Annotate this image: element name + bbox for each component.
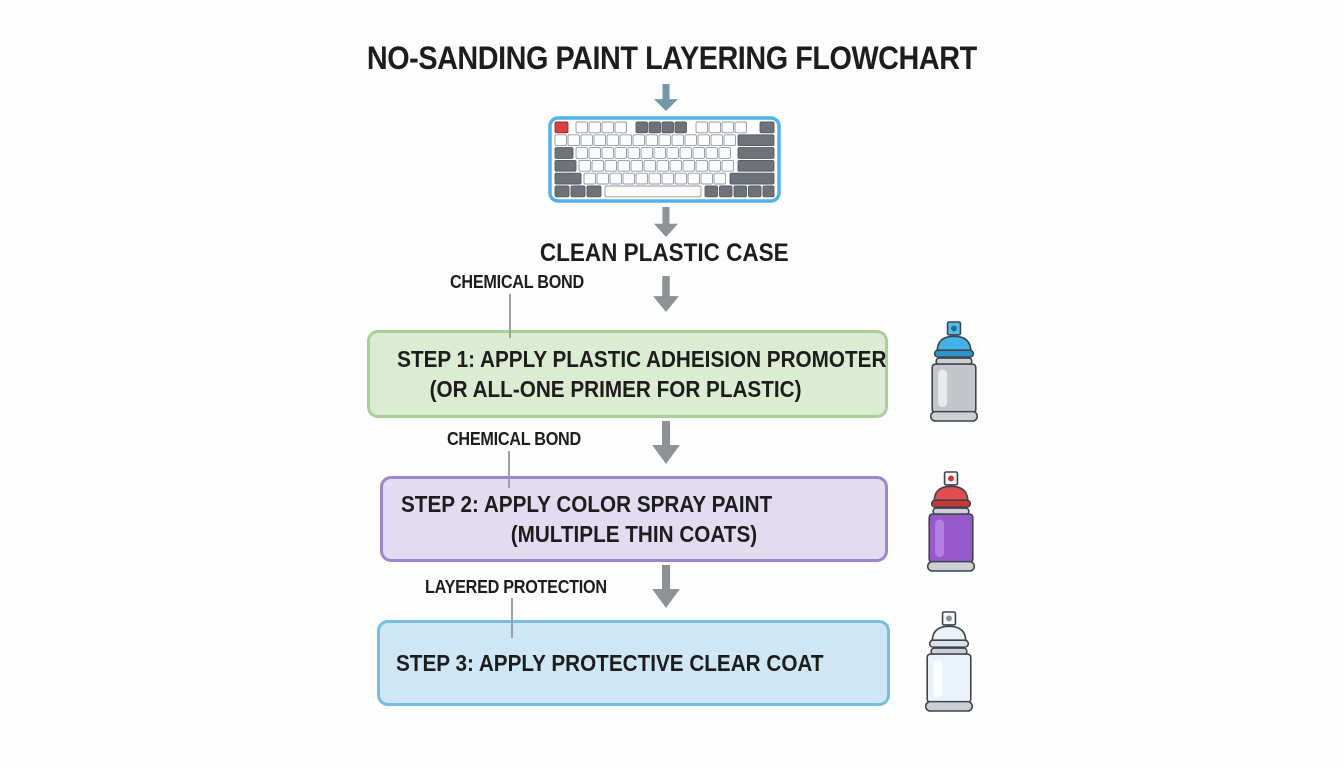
- step-1-subtitle: (OR ALL-ONE PRIMER FOR PLASTIC): [429, 376, 802, 402]
- annotation-connector-line: [509, 294, 511, 338]
- annotation-chemical-bond-2: CHEMICAL BOND: [447, 429, 581, 449]
- esc-key: [554, 121, 569, 134]
- annotation-chemical-bond-1: CHEMICAL BOND: [450, 272, 584, 292]
- step-3-box: STEP 3: APPLY PROTECTIVE CLEAR COAT: [377, 620, 890, 706]
- page-title-text: NO-SANDING PAINT LAYERING FLOWCHART: [367, 40, 977, 76]
- keyboard-caption-text: CLEAN PLASTIC CASE: [539, 239, 789, 267]
- down-arrow-icon: [652, 421, 680, 464]
- page-title: NO-SANDING PAINT LAYERING FLOWCHART: [0, 40, 1344, 77]
- color-spray-can-icon: [926, 471, 976, 572]
- down-arrow-icon: [654, 207, 678, 237]
- keyboard-keys: [554, 121, 775, 198]
- down-arrow-icon: [654, 84, 678, 111]
- down-arrow-icon: [652, 565, 680, 608]
- spacebar-key: [604, 185, 702, 198]
- step-2-title: STEP 2: APPLY COLOR SPRAY PAINT: [401, 491, 773, 517]
- annotation-connector-line: [508, 451, 510, 488]
- down-arrow-icon: [653, 276, 679, 312]
- keyboard-illustration: [548, 116, 781, 203]
- step-1-title: STEP 1: APPLY PLASTIC ADHEISION PROMOTER: [397, 346, 887, 372]
- step-1-box: STEP 1: APPLY PLASTIC ADHEISION PROMOTER…: [367, 330, 888, 418]
- step-2-box: STEP 2: APPLY COLOR SPRAY PAINT (MULTIPL…: [380, 476, 888, 562]
- clear-coat-spray-can-icon: [924, 611, 974, 712]
- step-2-subtitle: (MULTIPLE THIN COATS): [510, 521, 758, 547]
- annotation-connector-line: [511, 598, 513, 638]
- keyboard-caption: CLEAN PLASTIC CASE: [0, 239, 1328, 268]
- step-3-title: STEP 3: APPLY PROTECTIVE CLEAR COAT: [396, 650, 824, 676]
- primer-spray-can-icon: [929, 321, 979, 422]
- annotation-layered-protection: LAYERED PROTECTION: [425, 577, 607, 597]
